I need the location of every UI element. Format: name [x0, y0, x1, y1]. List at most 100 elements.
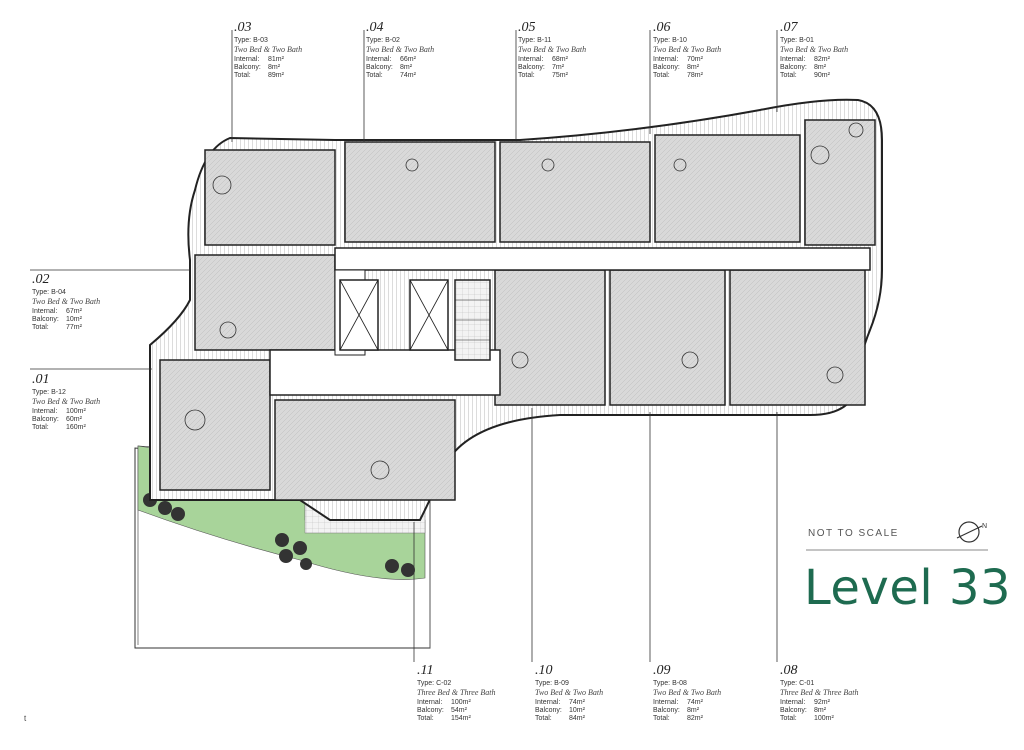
- unit-number: .03: [234, 20, 252, 35]
- scale-note: NOT TO SCALE: [808, 528, 899, 539]
- internal-area-row: Internal:68m²: [518, 56, 568, 64]
- internal-area: 81m²: [268, 56, 284, 64]
- unit-description: Two Bed & Two Bath: [518, 45, 587, 55]
- total-area-row: Total:160m²: [32, 424, 86, 432]
- total-area-row: Total:89m²: [234, 72, 284, 80]
- unit-number: .04: [366, 20, 384, 35]
- total-area: 90m²: [814, 72, 830, 80]
- unit-label-07: .07 Type: B-01 Two Bed & Two Bath Intern…: [780, 20, 892, 80]
- unit-type: Type: B-12: [32, 389, 66, 397]
- unit-description: Three Bed & Three Bath: [780, 688, 859, 698]
- total-area-row: Total:154m²: [417, 715, 471, 723]
- total-area-row: Total:74m²: [366, 72, 416, 80]
- north-arrow-icon: N: [956, 521, 987, 543]
- balcony-area: 60m²: [66, 416, 82, 424]
- total-area: 89m²: [268, 72, 284, 80]
- unit-number: .01: [32, 372, 50, 387]
- balcony-area-row: Balcony:8m²: [234, 64, 281, 72]
- unit-number: .11: [417, 663, 434, 678]
- internal-area: 68m²: [552, 56, 568, 64]
- unit-number: .09: [653, 663, 671, 678]
- unit-type: Type: C-01: [780, 680, 815, 688]
- balcony-area: 8m²: [687, 707, 700, 715]
- total-area: 78m²: [687, 72, 703, 80]
- unit-number: .10: [535, 663, 553, 678]
- unit-type: Type: B-11: [518, 37, 552, 45]
- balcony-area-row: Balcony:54m²: [417, 707, 467, 715]
- unit-description: Two Bed & Two Bath: [32, 297, 101, 307]
- total-area-row: Total:82m²: [653, 715, 703, 723]
- unit-label-02: .02 Type: B-04 Two Bed & Two Bath Intern…: [32, 272, 144, 332]
- total-area: 77m²: [66, 324, 82, 332]
- unit-number: .05: [518, 20, 536, 35]
- balcony-area: 10m²: [66, 316, 82, 324]
- unit-type: Type: B-04: [32, 289, 66, 297]
- internal-area-row: Internal:92m²: [780, 699, 830, 707]
- balcony-area-row: Balcony:8m²: [780, 64, 827, 72]
- internal-area: 92m²: [814, 699, 830, 707]
- north-label: N: [982, 523, 987, 530]
- total-area-row: Total:90m²: [780, 72, 830, 80]
- internal-area-row: Internal:81m²: [234, 56, 284, 64]
- balcony-area: 54m²: [451, 707, 467, 715]
- unit-type: Type: C-02: [417, 680, 452, 688]
- unit-description: Two Bed & Two Bath: [366, 45, 435, 55]
- unit-description: Two Bed & Two Bath: [535, 688, 604, 698]
- unit-description: Two Bed & Two Bath: [653, 688, 722, 698]
- lift-core: [339, 279, 491, 361]
- total-area: 100m²: [814, 715, 834, 723]
- total-area: 84m²: [569, 715, 585, 723]
- total-area: 82m²: [687, 715, 703, 723]
- unit-label-09: .09 Type: B-08 Two Bed & Two Bath Intern…: [653, 663, 765, 723]
- total-area: 160m²: [66, 424, 86, 432]
- unit-type: Type: B-09: [535, 680, 569, 688]
- balcony-area: 8m²: [687, 64, 700, 72]
- total-area-row: Total:78m²: [653, 72, 703, 80]
- balcony-area-row: Balcony:60m²: [32, 416, 82, 424]
- internal-area: 67m²: [66, 308, 82, 316]
- internal-area: 66m²: [400, 56, 416, 64]
- total-area-row: Total:75m²: [518, 72, 568, 80]
- unit-label-04: .04 Type: B-02 Two Bed & Two Bath Intern…: [366, 20, 478, 80]
- unit-description: Two Bed & Two Bath: [234, 45, 303, 55]
- balcony-area-row: Balcony:8m²: [366, 64, 413, 72]
- unit-type: Type: B-01: [780, 37, 814, 45]
- total-area-row: Total:77m²: [32, 324, 82, 332]
- balcony-area-row: Balcony:8m²: [653, 64, 700, 72]
- balcony-area-row: Balcony:7m²: [518, 64, 565, 72]
- balcony-area-row: Balcony:10m²: [535, 707, 585, 715]
- total-area-row: Total:84m²: [535, 715, 585, 723]
- unit-type: Type: B-03: [234, 37, 268, 45]
- corner-mark: t: [24, 714, 27, 723]
- balcony-area: 8m²: [814, 707, 827, 715]
- internal-area: 82m²: [814, 56, 830, 64]
- unit-label-08: .08 Type: C-01 Three Bed & Three Bath In…: [780, 663, 892, 723]
- internal-area-row: Internal:74m²: [535, 699, 585, 707]
- apartment-blocks: [159, 119, 876, 501]
- internal-area: 70m²: [687, 56, 703, 64]
- leader-lines: [30, 30, 778, 662]
- balcony-area: 10m²: [569, 707, 585, 715]
- internal-area-row: Internal:82m²: [780, 56, 830, 64]
- internal-area: 100m²: [66, 408, 86, 416]
- internal-area: 74m²: [569, 699, 585, 707]
- total-area-row: Total:100m²: [780, 715, 834, 723]
- total-area: 74m²: [400, 72, 416, 80]
- unit-type: Type: B-10: [653, 37, 687, 45]
- balcony-area-row: Balcony:8m²: [780, 707, 827, 715]
- unit-label-11: .11 Type: C-02 Three Bed & Three Bath In…: [417, 663, 529, 723]
- unit-type: Type: B-02: [366, 37, 400, 45]
- unit-description: Two Bed & Two Bath: [653, 45, 722, 55]
- internal-area-row: Internal:67m²: [32, 308, 82, 316]
- unit-label-06: .06 Type: B-10 Two Bed & Two Bath Intern…: [653, 20, 765, 80]
- balcony-area-row: Balcony:8m²: [653, 707, 700, 715]
- furniture: [184, 122, 864, 480]
- total-area: 75m²: [552, 72, 568, 80]
- unit-number: .08: [780, 663, 798, 678]
- balcony-area: 8m²: [268, 64, 281, 72]
- level-title: Level 33: [804, 560, 1012, 616]
- unit-description: Two Bed & Two Bath: [780, 45, 849, 55]
- balcony-area-row: Balcony:10m²: [32, 316, 82, 324]
- unit-number: .02: [32, 272, 50, 287]
- internal-area-row: Internal:100m²: [32, 408, 86, 416]
